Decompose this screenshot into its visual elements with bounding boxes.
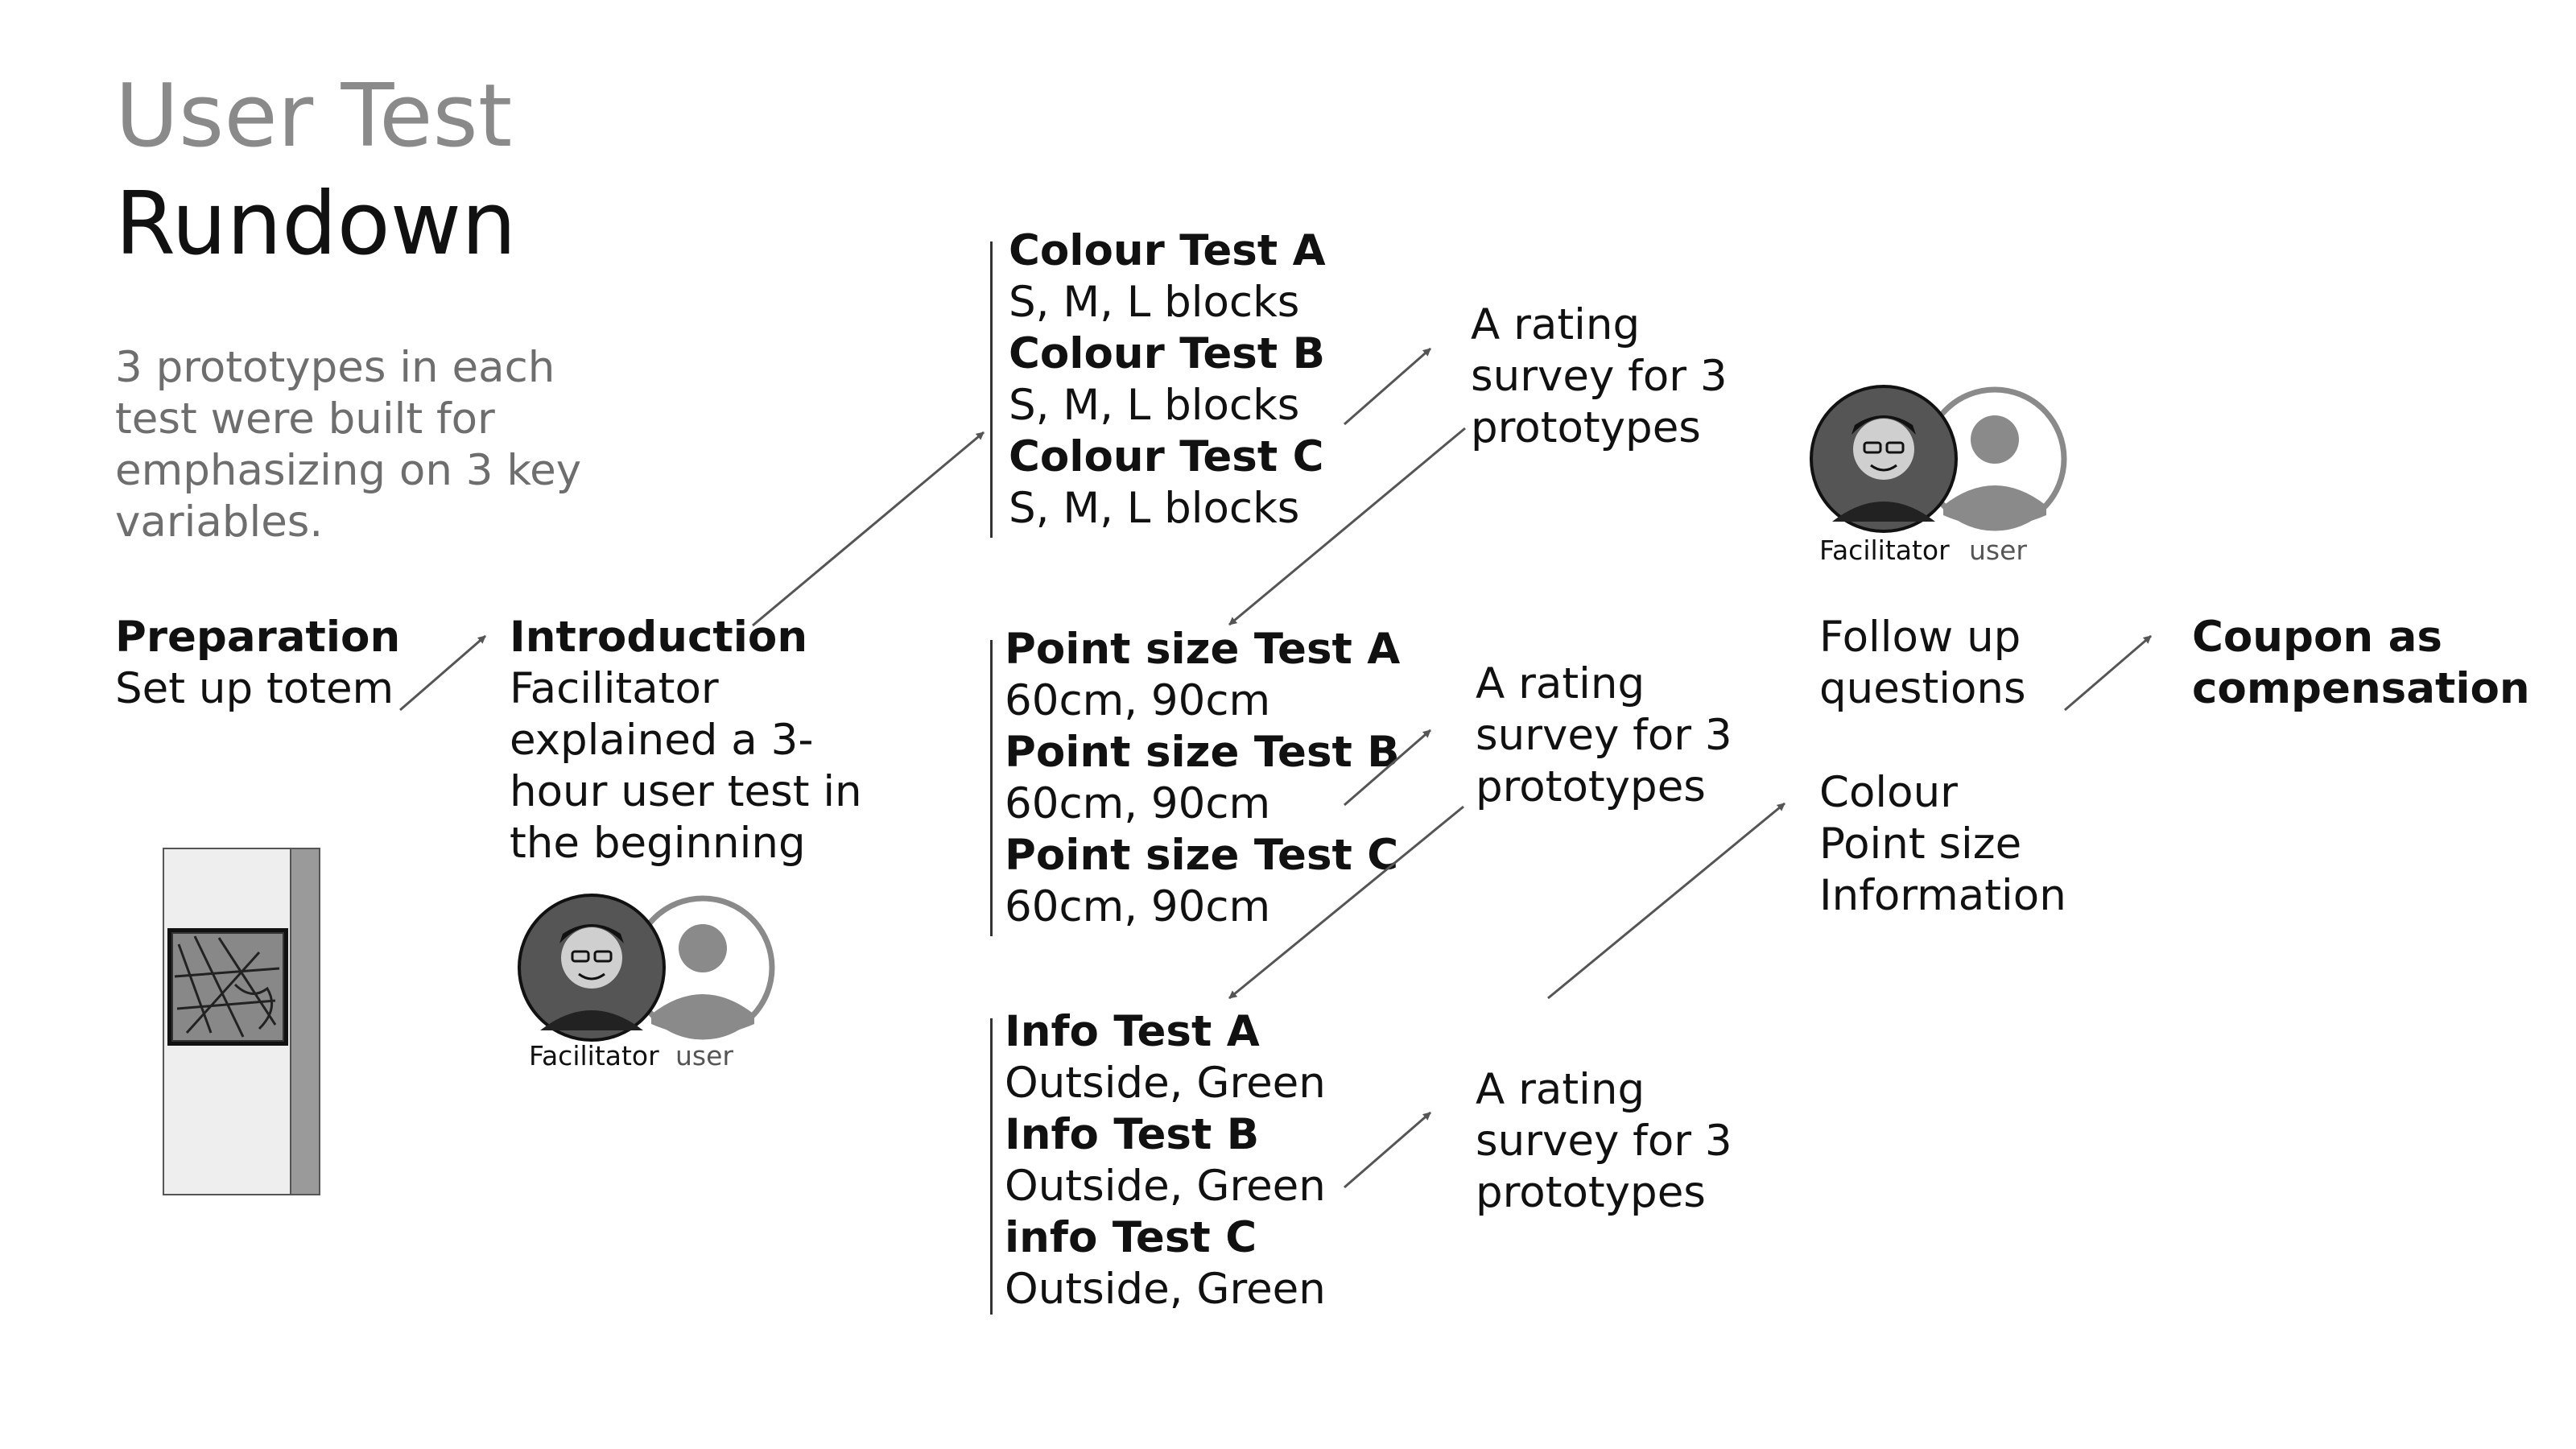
test-detail: S, M, L blocks: [1009, 381, 1300, 430]
coupon-block: Coupon as compensation: [2192, 612, 2530, 715]
preparation-block: Preparation Set up totem: [115, 612, 400, 715]
survey-block-info: A rating survey for 3 prototypes: [1476, 1064, 1732, 1219]
survey-line: prototypes: [1476, 762, 1706, 811]
survey-line: survey for 3: [1476, 711, 1732, 760]
survey-line: prototypes: [1471, 403, 1701, 452]
arrow-survey-to-point: [1228, 427, 1466, 626]
intro-text: 3 prototypes in each test were built for…: [115, 343, 582, 547]
test-name: Info Test B: [1005, 1110, 1260, 1159]
title-line-1: User Test: [115, 66, 513, 167]
follow-up-line: questions: [1819, 664, 2026, 713]
colour-tests-group: Colour Test A S, M, L blocks Colour Test…: [1009, 225, 1326, 535]
coupon-line: Coupon as: [2192, 613, 2442, 662]
test-detail: 60cm, 90cm: [1005, 882, 1271, 931]
preparation-heading: Preparation: [115, 613, 401, 662]
arrow-survey-to-follow-up: [1547, 802, 1785, 1000]
colour-group-bar: [990, 242, 993, 538]
arrow-point-to-survey: [1344, 729, 1431, 807]
preparation-text: Set up totem: [115, 664, 394, 713]
facilitator-label: Facilitator: [529, 1040, 659, 1071]
test-detail: Outside, Green: [1005, 1162, 1326, 1211]
arrow-prep-to-intro: [399, 634, 486, 712]
topic-line: Colour: [1819, 768, 1958, 817]
survey-line: prototypes: [1476, 1168, 1706, 1217]
info-group-bar: [990, 1018, 993, 1315]
test-detail: 60cm, 90cm: [1005, 779, 1271, 828]
test-detail: S, M, L blocks: [1009, 484, 1300, 533]
test-name: Colour Test C: [1009, 432, 1324, 481]
user-label: user: [675, 1040, 733, 1071]
test-name: info Test C: [1005, 1213, 1257, 1262]
topic-line: Point size: [1819, 819, 2022, 869]
test-name: Point size Test A: [1005, 625, 1401, 674]
arrow-info-to-survey: [1344, 1111, 1431, 1189]
introduction-text: Facilitator explained a 3-hour user test…: [510, 664, 862, 868]
follow-up-block: Follow up questions: [1819, 612, 2026, 715]
survey-block-colour: A rating survey for 3 prototypes: [1471, 299, 1728, 454]
survey-line: survey for 3: [1476, 1117, 1732, 1166]
survey-block-point: A rating survey for 3 prototypes: [1476, 658, 1732, 813]
arrow-follow-up-to-coupon: [2064, 634, 2152, 712]
survey-line: A rating: [1476, 659, 1645, 708]
survey-line: A rating: [1471, 300, 1641, 349]
point-group-bar: [990, 640, 993, 936]
arrow-colour-to-survey: [1344, 347, 1431, 426]
test-name: Colour Test A: [1009, 226, 1326, 275]
point-tests-group: Point size Test A 60cm, 90cm Point size …: [1005, 624, 1400, 933]
topic-line: Information: [1819, 871, 2066, 920]
test-name: Colour Test B: [1009, 329, 1325, 378]
totem-illustration: [163, 848, 320, 1195]
user-label: user: [1969, 535, 2027, 566]
test-detail: Outside, Green: [1005, 1059, 1326, 1108]
avatar-pair-follow-up: Facilitator user: [1810, 385, 2075, 570]
follow-up-line: Follow up: [1819, 613, 2021, 662]
arrow-survey-to-info: [1228, 805, 1464, 1000]
test-name: Point size Test B: [1005, 728, 1400, 777]
info-tests-group: Info Test A Outside, Green Info Test B O…: [1005, 1006, 1326, 1315]
test-detail: Outside, Green: [1005, 1265, 1326, 1314]
test-detail: S, M, L blocks: [1009, 278, 1300, 327]
test-name: Point size Test C: [1005, 831, 1399, 880]
topics-block: Colour Point size Information: [1819, 767, 2066, 922]
survey-line: A rating: [1476, 1065, 1645, 1114]
test-detail: 60cm, 90cm: [1005, 676, 1271, 725]
facilitator-label: Facilitator: [1819, 535, 1950, 566]
survey-line: survey for 3: [1471, 352, 1728, 401]
arrow-intro-to-colour: [752, 431, 985, 627]
coupon-line: compensation: [2192, 664, 2530, 713]
title-line-2: Rundown: [115, 174, 517, 275]
test-name: Info Test A: [1005, 1007, 1260, 1056]
avatar-pair-intro: Facilitator user: [518, 894, 783, 1079]
